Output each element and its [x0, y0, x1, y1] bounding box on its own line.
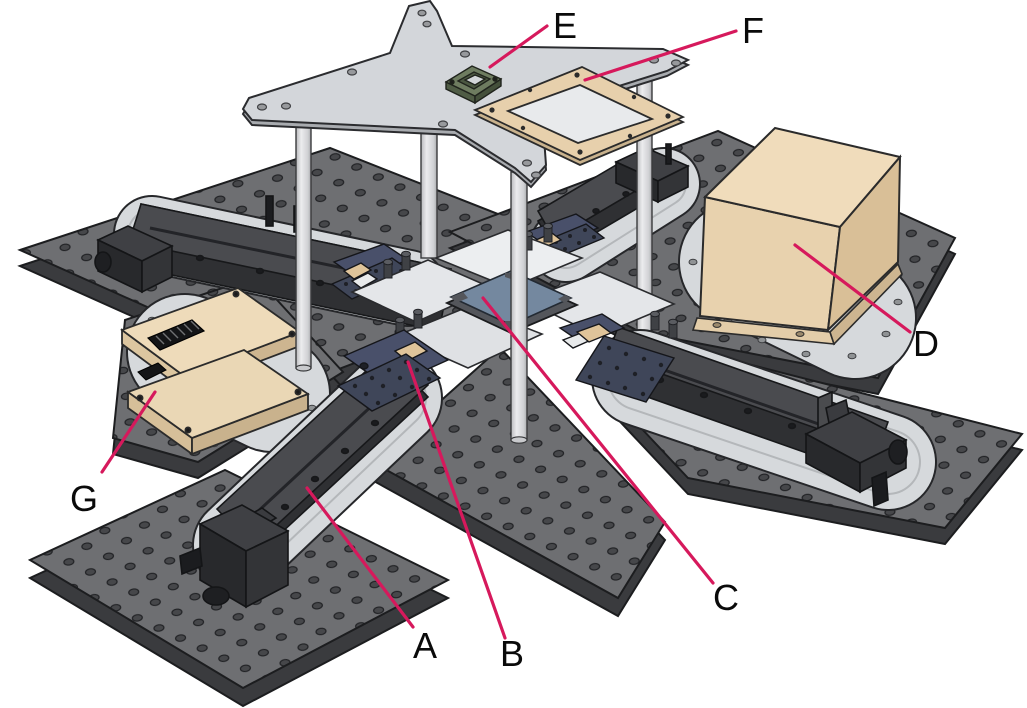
- module-g-assembly: [120, 286, 331, 456]
- leader-b: [406, 360, 507, 640]
- leader-c: [481, 296, 715, 585]
- callout-labels: A B C D E F G: [70, 5, 939, 674]
- platform-leg-left: [295, 121, 312, 372]
- platform-leg-front: [510, 171, 528, 444]
- carriage-east: [558, 313, 676, 403]
- pin-header-connector: [137, 319, 206, 381]
- motor-nw: [94, 195, 301, 294]
- platform-holes: [256, 9, 682, 179]
- callout-label-e: E: [553, 5, 577, 46]
- callout-label-c: C: [713, 577, 739, 618]
- motor-se: [804, 390, 908, 508]
- leader-g: [100, 390, 157, 474]
- callout-label-d: D: [913, 323, 939, 364]
- motor-sw: [179, 504, 290, 609]
- callout-label-g: G: [70, 478, 98, 519]
- top-platform: [241, 0, 691, 189]
- socket-e: [444, 65, 503, 105]
- frame-f: [472, 66, 686, 166]
- module-g-body: [120, 286, 310, 456]
- leader-f: [583, 29, 738, 82]
- carriage-south: [336, 329, 450, 412]
- leader-lines: [100, 24, 912, 640]
- box-d: [691, 126, 903, 346]
- callout-label-f: F: [742, 10, 764, 51]
- callout-label-b: B: [500, 633, 524, 674]
- leader-a: [305, 486, 415, 629]
- leader-e: [488, 24, 549, 69]
- callout-label-a: A: [413, 625, 437, 666]
- box-d-assembly: [678, 126, 917, 380]
- stage-right: [591, 325, 937, 511]
- leader-d: [793, 243, 912, 334]
